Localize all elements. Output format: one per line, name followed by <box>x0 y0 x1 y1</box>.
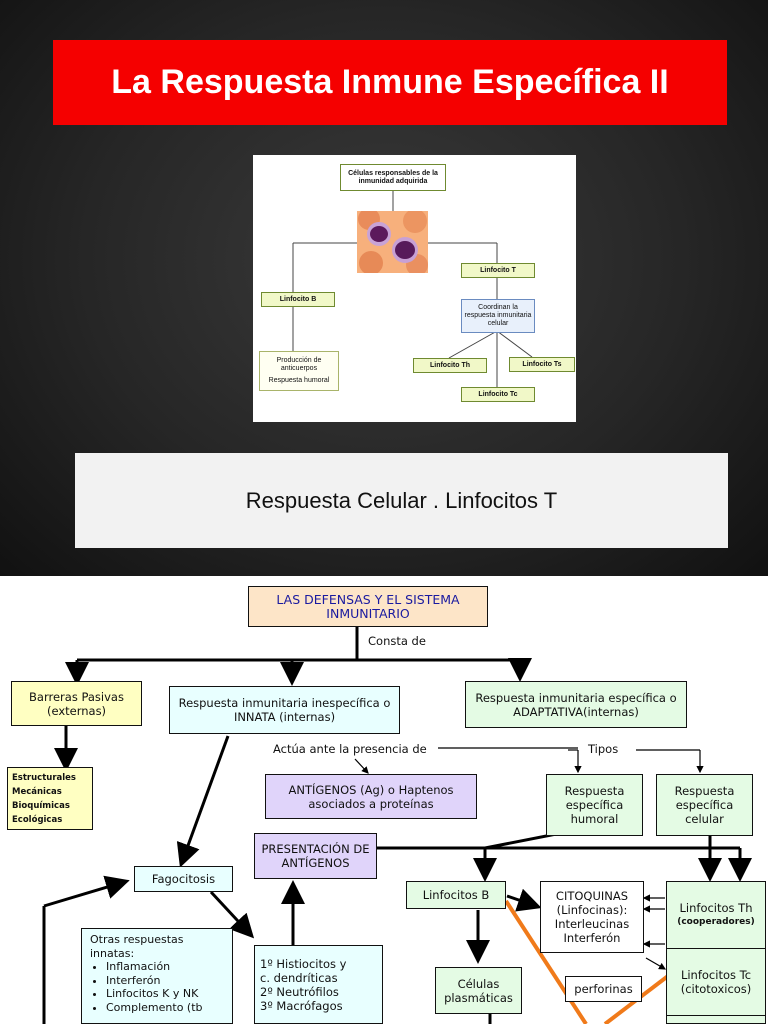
mini-th-node: Linfocito Th <box>413 358 487 373</box>
cytokines-node: CITOQUINAS (Linfocinas): Interleucinas I… <box>540 881 644 953</box>
cytokines-line: CITOQUINAS <box>555 889 629 903</box>
barrier-type-item: Ecológicas <box>12 814 63 825</box>
mini-t-cell-node: Linfocito T <box>461 263 535 278</box>
blood-cells-image <box>357 211 428 273</box>
mini-humoral-text: Respuesta humoral <box>268 377 330 384</box>
slide: La Respuesta Inmune Específica II <box>0 0 768 576</box>
other-innate-item: Inflamación <box>106 960 203 974</box>
phagocyte-item: c. dendríticas <box>260 970 338 985</box>
mini-ts-node: Linfocito Ts <box>509 357 575 372</box>
cytokines-line: Interleucinas <box>554 917 630 931</box>
acts-on-label: Actúa ante la presencia de <box>273 742 427 756</box>
barrier-type-item: Bioquímicas <box>12 800 70 811</box>
tc-note: (citotoxicos) <box>680 982 752 996</box>
tipos-label: Tipos <box>588 742 619 756</box>
phagocyte-item: 3º Macrófagos <box>260 998 343 1013</box>
barriers-node: Barreras Pasivas (externas) <box>11 681 142 726</box>
subtitle-bar: Respuesta Celular . Linfocitos T <box>75 453 728 548</box>
slide-title: La Respuesta Inmune Específica II <box>111 63 669 101</box>
mini-production-node: Producción de anticuerpos Respuesta humo… <box>259 351 339 391</box>
other-innate-title: Otras respuestas innatas: <box>90 933 184 960</box>
perforins-node: perforinas <box>565 976 642 1002</box>
t-lymphocytes-group: Linfocitos Th (cooperadores) Linfocitos … <box>666 881 766 1024</box>
other-innate-item: Linfocitos K y NK <box>106 987 203 1001</box>
antigens-node: ANTÍGENOS (Ag) o Haptenos asociados a pr… <box>265 774 477 819</box>
tc-node: Linfocitos Tc (citotoxicos) <box>667 949 765 1016</box>
th-node: Linfocitos Th (cooperadores) <box>667 882 765 949</box>
th-label: Linfocitos Th <box>679 901 753 915</box>
barrier-type-item: Estructurales <box>12 772 76 783</box>
phagocytosis-node: Fagocitosis <box>134 866 233 892</box>
connector-lines <box>42 626 752 1024</box>
other-innate-node: Otras respuestas innatas: Inflamación In… <box>81 928 233 1024</box>
phagocyte-item: 2º Neutrófilos <box>260 984 339 999</box>
title-bar: La Respuesta Inmune Específica II <box>53 40 727 125</box>
b-lymphocytes-node: Linfocitos B <box>406 881 506 909</box>
cytokines-line: Interferón <box>563 931 621 945</box>
slide-subtitle: Respuesta Celular . Linfocitos T <box>245 487 558 513</box>
mini-tc-node: Linfocito Tc <box>461 387 535 402</box>
mini-production-text: Producción de anticuerpos <box>276 357 322 372</box>
phagocytes-node: 1º Histiocitos y c. dendríticas 2º Neutr… <box>254 945 383 1024</box>
th-note: (cooperadores) <box>677 917 755 927</box>
concept-map: LAS DEFENSAS Y EL SISTEMA INMUNITARIO Co… <box>0 576 768 1024</box>
plasma-cells-node: Células plasmáticas <box>435 967 522 1014</box>
mini-coordinate-node: Coordinan la respuesta inmunitaria celul… <box>461 299 535 333</box>
mini-diagram: Células responsables de la inmunidad adq… <box>253 155 576 422</box>
innate-node: Respuesta inmunitaria inespecífica o INN… <box>169 686 400 734</box>
humoral-response-node: Respuesta específica humoral <box>546 774 643 836</box>
other-innate-item: Complemento (tb <box>106 1001 203 1015</box>
mini-top-node: Células responsables de la inmunidad adq… <box>340 164 446 191</box>
consta-de-label: Consta de <box>368 634 426 648</box>
cellular-response-node: Respuesta específica celular <box>656 774 753 836</box>
adaptive-node: Respuesta inmunitaria específica o ADAPT… <box>465 681 687 728</box>
mini-b-cell-node: Linfocito B <box>261 292 335 307</box>
other-innate-item: Interferón <box>106 974 203 988</box>
antigen-presentation-node: PRESENTACIÓN DE ANTÍGENOS <box>254 833 377 879</box>
cytokines-line: (Linfocinas): <box>556 903 628 917</box>
root-node: LAS DEFENSAS Y EL SISTEMA INMUNITARIO <box>248 586 488 627</box>
barrier-types-node: Estructurales Mecánicas Bioquímicas Ecol… <box>7 767 93 830</box>
phagocyte-item: 1º Histiocitos y <box>260 956 347 971</box>
tc-label: Linfocitos Tc <box>680 968 752 982</box>
other-innate-list: Inflamación Interferón Linfocitos K y NK… <box>90 960 203 1014</box>
barrier-type-item: Mecánicas <box>12 786 62 797</box>
